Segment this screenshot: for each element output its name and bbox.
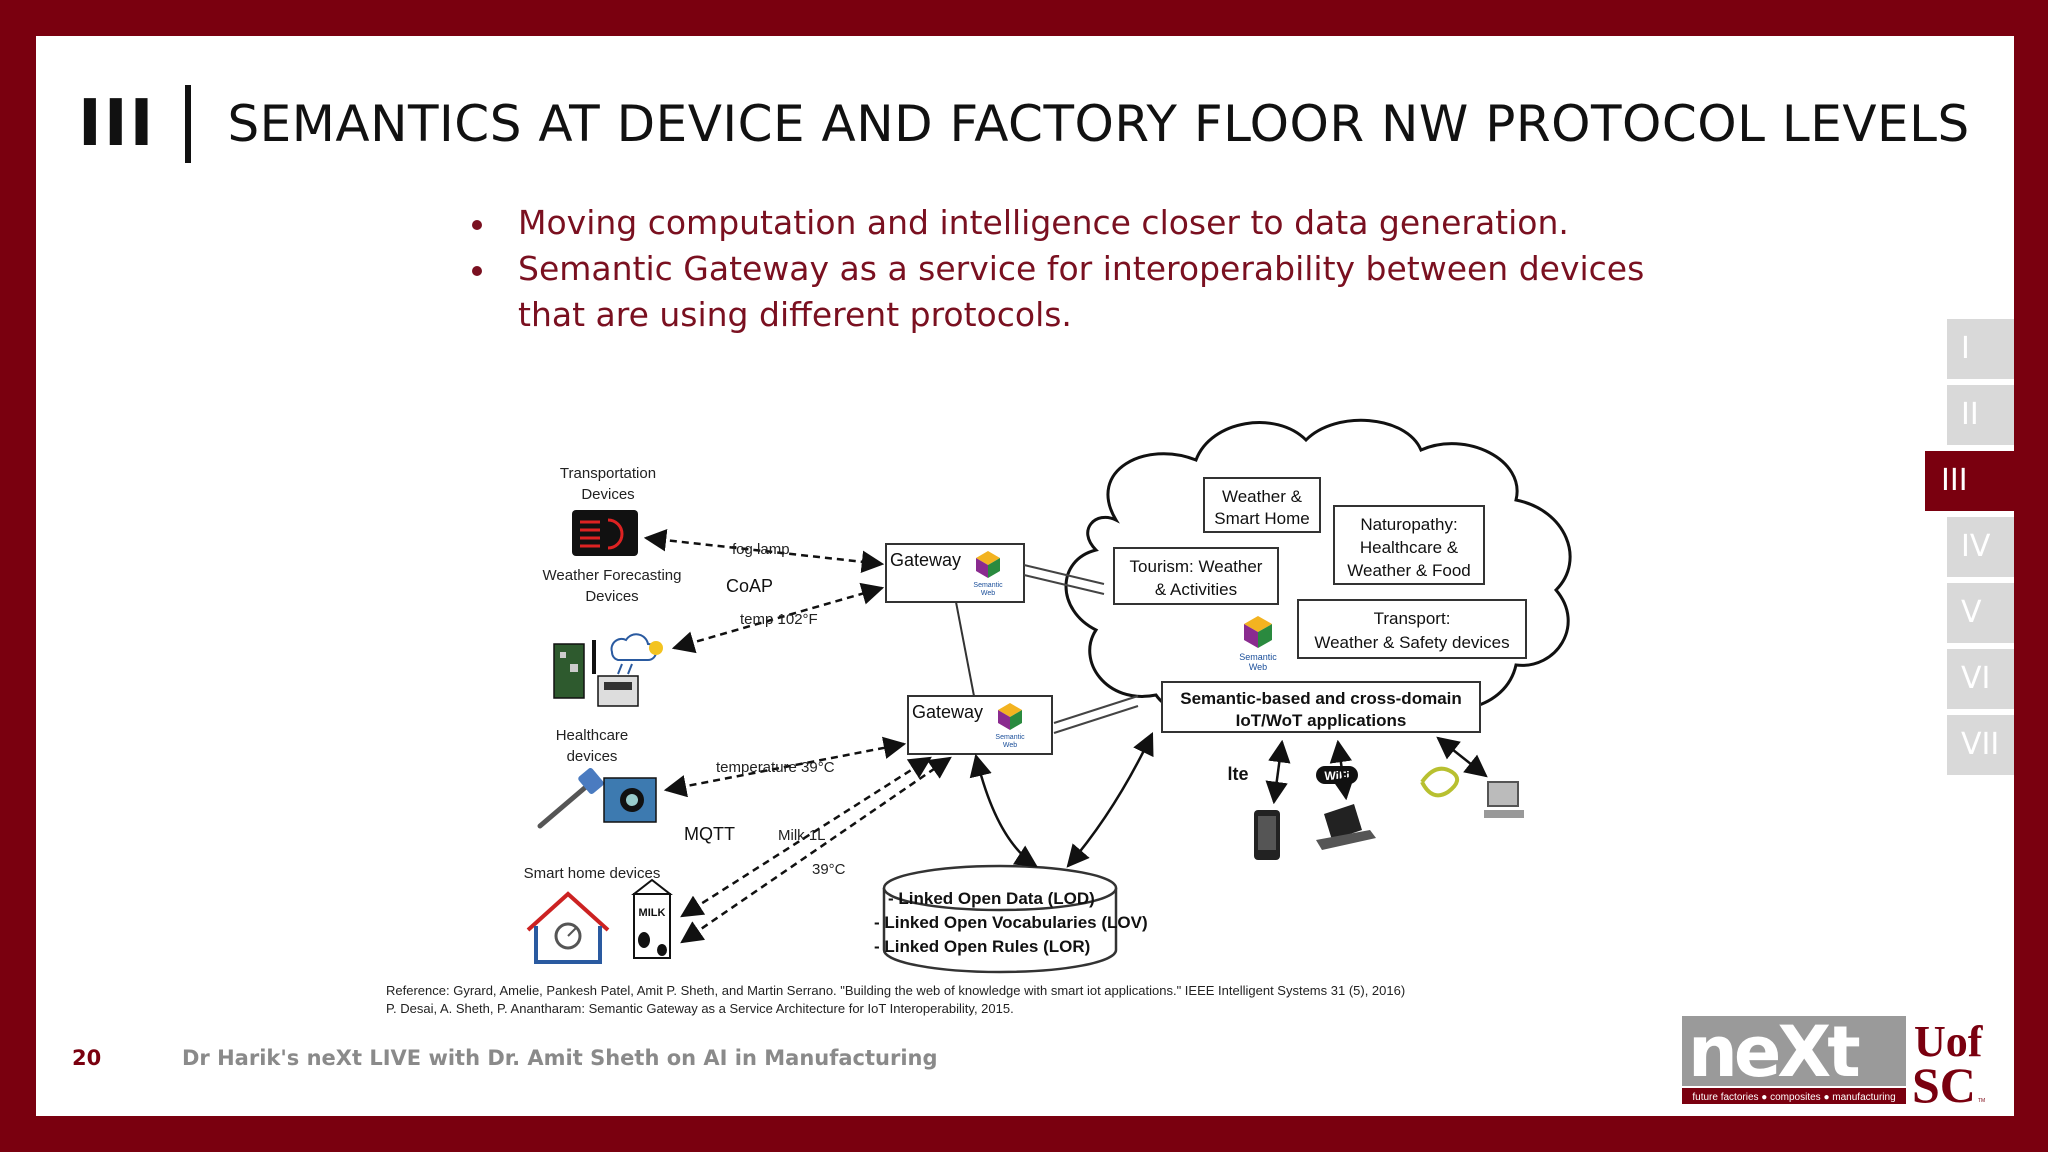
fog-lamp-message: fog lamp [732, 541, 790, 558]
thermometer-icon [537, 768, 604, 829]
svg-text:Gateway: Gateway [890, 550, 961, 570]
svg-text:- Linked Open Vocabularies (LO: - Linked Open Vocabularies (LOV) [874, 913, 1148, 932]
slide-title-row: III SEMANTICS AT DEVICE AND FACTORY FLOO… [78, 74, 1970, 174]
semantic-apps-box [1161, 681, 1481, 733]
svg-text:Web: Web [1003, 742, 1017, 749]
lte-label: lte [1227, 764, 1248, 784]
svg-text:- Linked Open Rules (LOR): - Linked Open Rules (LOR) [874, 937, 1090, 956]
desktop-computer-icon [1484, 781, 1524, 818]
tourism-line1: Tourism: Weather [1130, 557, 1263, 576]
reference-line-2: P. Desai, A. Sheth, P. Anantharam: Seman… [386, 1001, 1014, 1016]
tourism-box [1113, 547, 1279, 605]
svg-text:Semantic: Semantic [1239, 652, 1277, 662]
gateway-top: Gateway Semantic Web [885, 543, 1025, 603]
milk-message: Milk 1L [778, 827, 826, 844]
uofsc-bottom: SC [1912, 1057, 1976, 1108]
semantic-apps-line1: Semantic-based and cross-domain [1180, 689, 1462, 708]
nav-item-3-active[interactable]: III [1925, 451, 2014, 511]
smartphone-icon [1254, 810, 1280, 860]
fog-lamp-icon [572, 510, 638, 556]
nav-item-2[interactable]: II [1947, 385, 2014, 445]
weather-smart-home-box [1203, 477, 1321, 533]
smart-home-label: Smart home devices [524, 865, 661, 882]
healthcare-label-1: Healthcare [556, 727, 629, 744]
naturopathy-line2: Healthcare & [1360, 538, 1459, 557]
naturopathy-line1: Naturopathy: [1360, 515, 1457, 534]
svg-text:Web: Web [981, 590, 995, 597]
transport-line2: Weather & Safety devices [1314, 633, 1509, 652]
section-number: III [78, 87, 156, 161]
nav-item-7[interactable]: VII [1947, 715, 2014, 775]
next-wordmark: neXt [1688, 1016, 1859, 1093]
next-tagline-bar [1682, 1088, 1906, 1104]
gateway-interlink [955, 601, 975, 697]
nav-item-6[interactable]: VI [1947, 649, 2014, 709]
temperature-message: temperature 39°C [716, 759, 835, 776]
milk-carton-icon: MILK [631, 878, 673, 959]
bullet-list: Moving computation and intelligence clos… [466, 200, 1666, 338]
naturopathy-line3: Weather & Food [1347, 561, 1470, 580]
semantic-web-cube-icon: Semantic Web [1239, 616, 1277, 672]
semantic-apps-line2: IoT/WoT applications [1236, 711, 1407, 730]
mqtt-label: MQTT [684, 824, 735, 844]
weather-label-2: Devices [585, 588, 638, 605]
tourism-line2: & Activities [1155, 580, 1237, 599]
weather-home-line1: Weather & [1222, 487, 1303, 506]
section-nav: I II III IV V VI VII [1925, 319, 2014, 781]
svg-text:- Linked Open Data (LOD): - Linked Open Data (LOD) [888, 889, 1095, 908]
svg-text:Semantic: Semantic [973, 582, 1003, 589]
weather-devices-icon [553, 633, 663, 707]
next-uofsc-logo: neXt future factories ● composites ● man… [1682, 1016, 1985, 1108]
title-divider [185, 85, 192, 163]
transport-box [1297, 599, 1527, 659]
svg-text:WiFi: WiFi [1324, 769, 1349, 783]
bullet-item: Moving computation and intelligence clos… [466, 200, 1666, 246]
next-tagline: future factories ● composites ● manufact… [1692, 1092, 1895, 1103]
next-logo-background [1682, 1016, 1906, 1086]
nav-item-1[interactable]: I [1947, 319, 2014, 379]
slide: III SEMANTICS AT DEVICE AND FACTORY FLOO… [36, 36, 2014, 1116]
laptop-icon [1316, 804, 1376, 850]
svg-text:Web: Web [1249, 662, 1267, 672]
gateway-cloud-links [1023, 564, 1139, 734]
bullet-item: Semantic Gateway as a service for intero… [466, 246, 1666, 338]
transportation-label-2: Devices [581, 486, 634, 503]
footer-text: Dr Harik's neXt LIVE with Dr. Amit Sheth… [182, 1046, 938, 1070]
nav-item-5[interactable]: V [1947, 583, 2014, 643]
svg-text:Gateway: Gateway [912, 702, 983, 722]
nav-item-4[interactable]: IV [1947, 517, 2014, 577]
naturopathy-box [1333, 505, 1485, 585]
medical-scanner-icon [603, 777, 657, 823]
coap-label: CoAP [726, 576, 773, 596]
degree-message: 39°C [812, 861, 846, 878]
database-links [969, 731, 1154, 868]
weather-home-line2: Smart Home [1214, 509, 1309, 528]
device-gateway-arrows [643, 529, 952, 944]
transport-line1: Transport: [1374, 609, 1451, 628]
svg-text:Semantic: Semantic [995, 734, 1025, 741]
milk-label: MILK [639, 907, 666, 919]
temp-message: temp 102°F [740, 611, 818, 628]
usb-cable-icon [1420, 766, 1460, 798]
semantic-gateway-diagram: Weather & Smart Home Naturopathy: Health… [524, 418, 1572, 974]
healthcare-label-2: devices [567, 748, 618, 765]
reference-block: Reference: Gyrard, Amelie, Pankesh Patel… [386, 982, 1405, 1018]
reference-line-1: Reference: Gyrard, Amelie, Pankesh Patel… [386, 983, 1406, 998]
uofsc-tm: TM [1978, 1098, 1985, 1104]
endpoint-arrows [1265, 736, 1488, 805]
smart-house-icon [526, 891, 610, 964]
wifi-badge-icon: WiFi [1316, 766, 1358, 784]
gateway-bottom: Gateway Semantic Web [907, 695, 1053, 755]
uofsc-top: Uof [1914, 1017, 1984, 1066]
transportation-label-1: Transportation [560, 465, 656, 482]
weather-label-1: Weather Forecasting [543, 567, 682, 584]
slide-title: SEMANTICS AT DEVICE AND FACTORY FLOOR NW… [227, 95, 1970, 153]
page-number: 20 [72, 1046, 102, 1070]
linked-open-data-cylinder: - Linked Open Data (LOD) - Linked Open V… [874, 864, 1148, 974]
